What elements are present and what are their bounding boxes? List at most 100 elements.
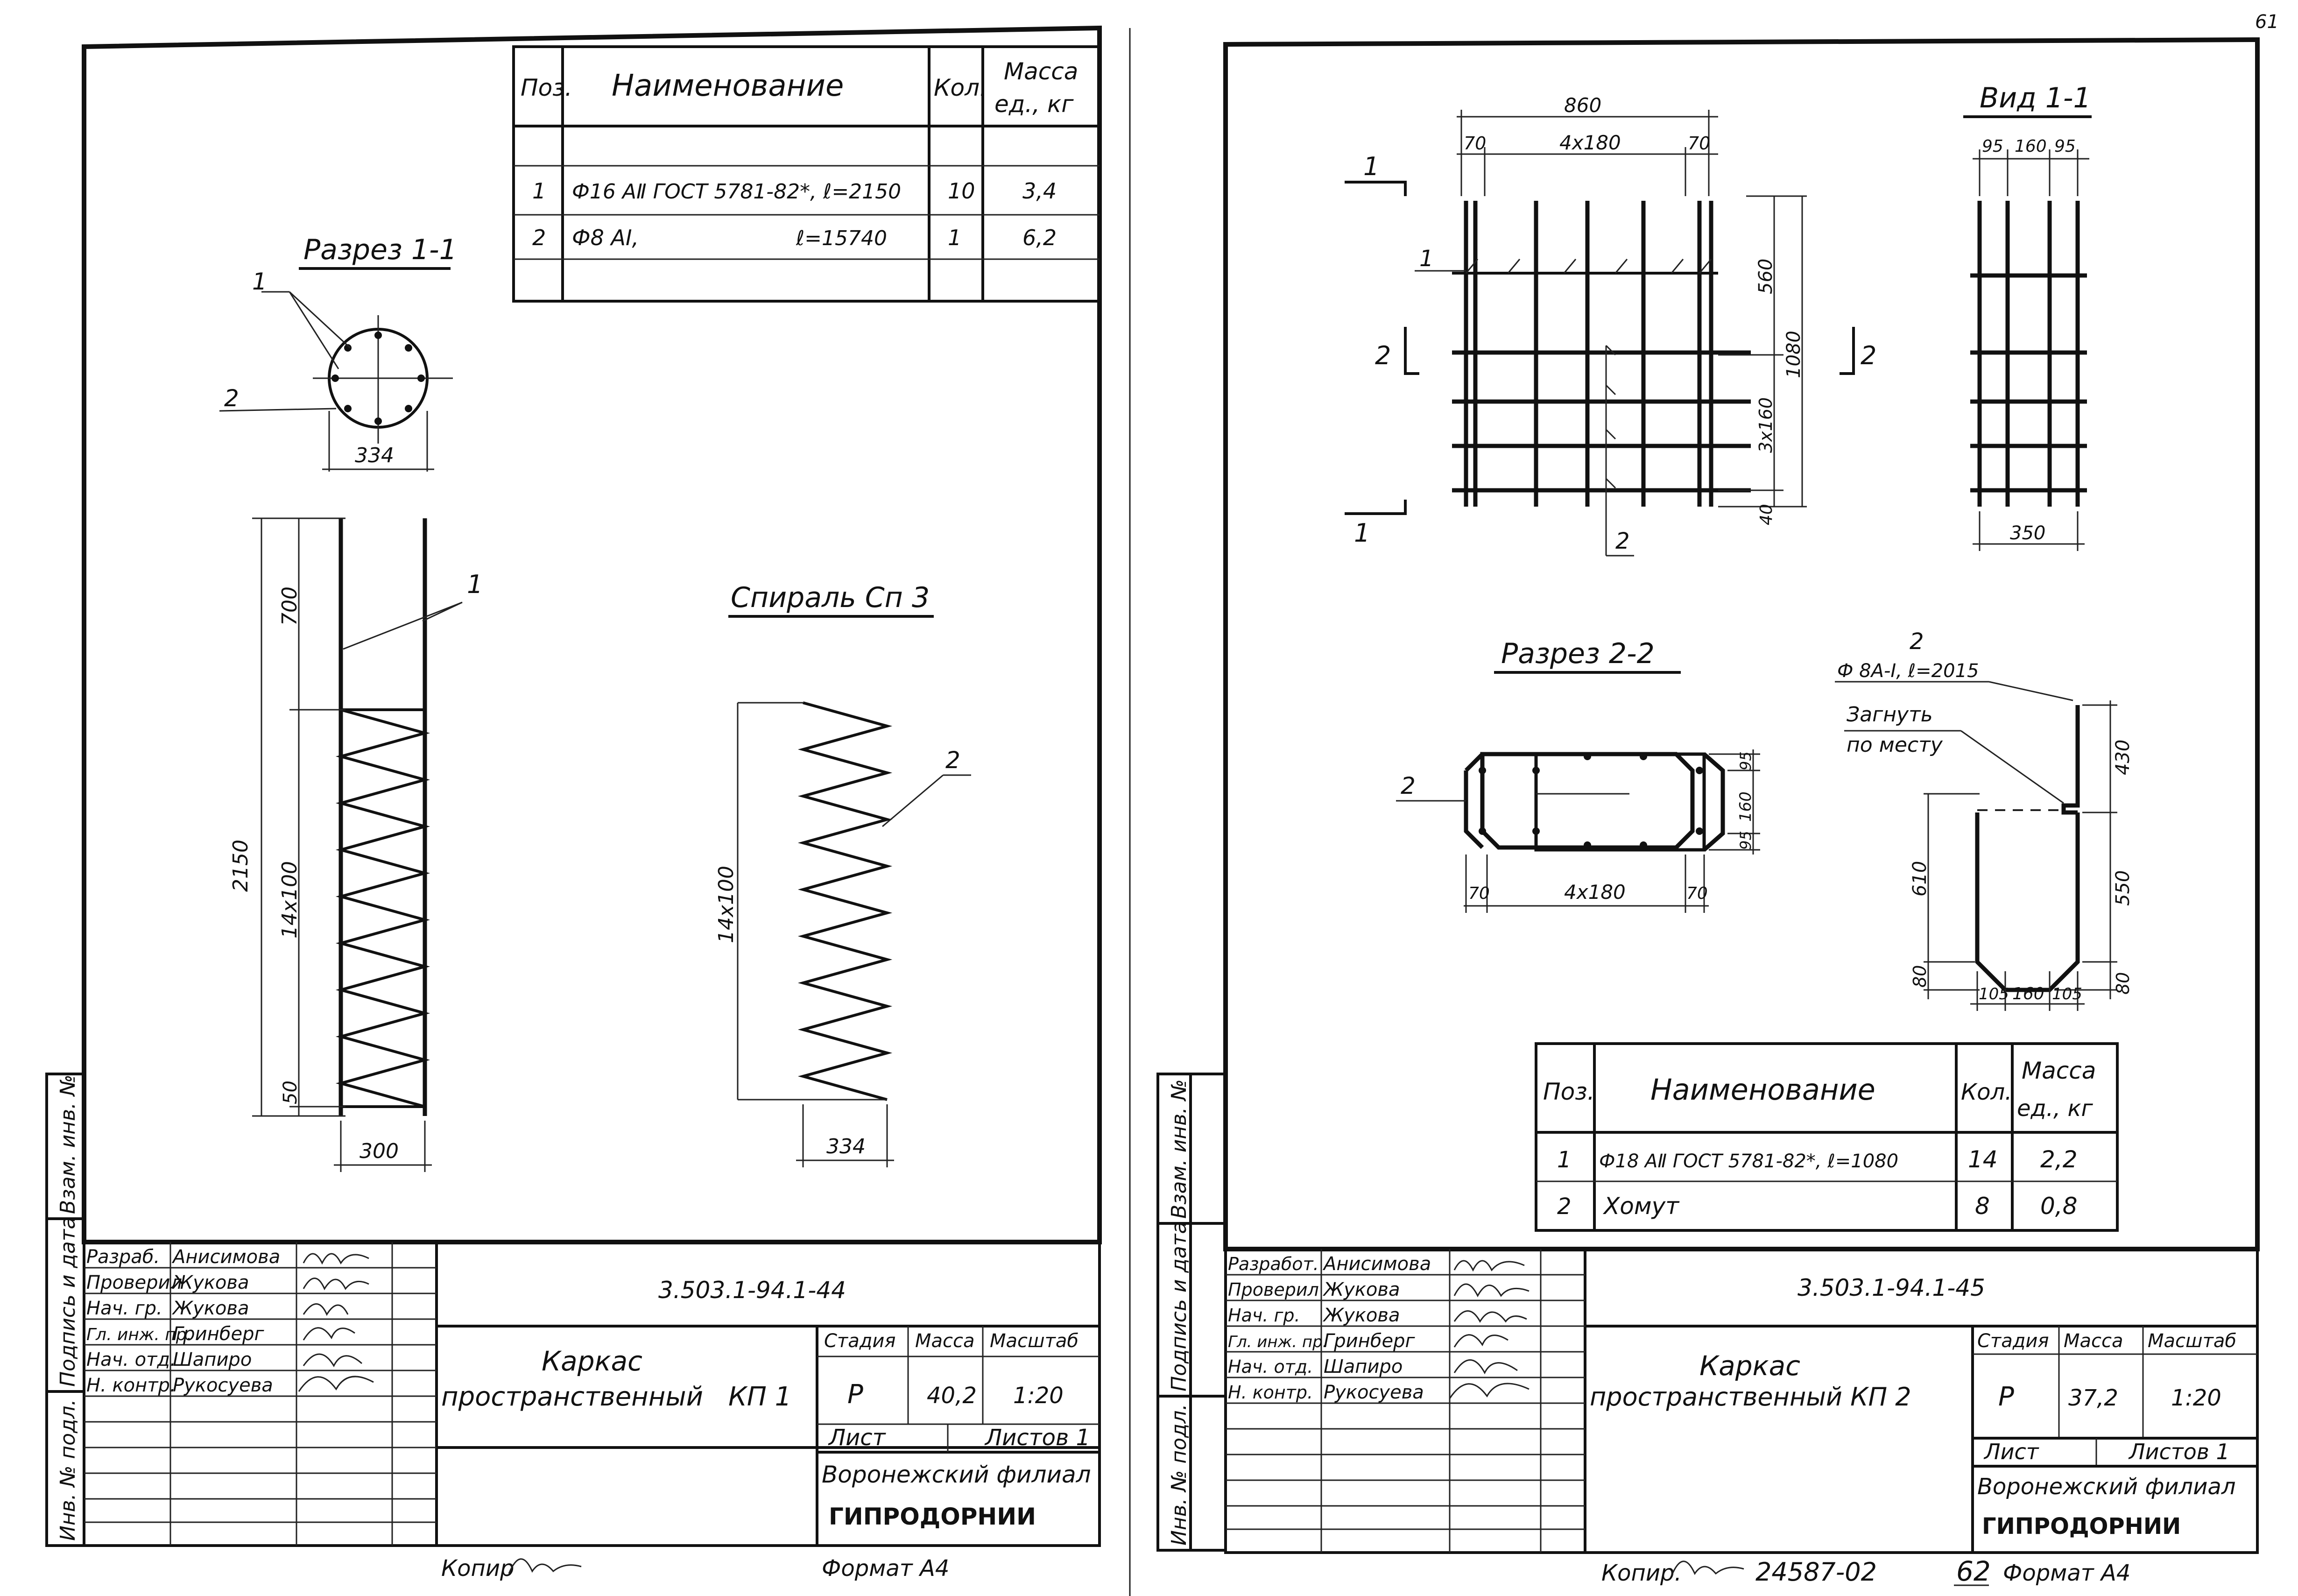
- right-dim-40: 40: [1757, 504, 1776, 525]
- clamp-spec: Ф 8А-Ⅰ, ℓ=2015: [1837, 660, 1979, 682]
- left-spec-r2-name: Ф8 АⅠ,: [572, 225, 639, 250]
- right-name-5: Рукосуева: [1324, 1382, 1424, 1403]
- signature-mark: [303, 1353, 362, 1368]
- left-name-line2: пространственный: [441, 1382, 703, 1412]
- left-name-3: Гринберг: [173, 1323, 264, 1345]
- right-cage-elevation: 2 1 860 70 4х180 70 560 1080 3х160 40 1 …: [1345, 94, 1876, 557]
- right-elev-leader-2: 2: [1615, 528, 1630, 554]
- cut-mark-1-bottom: 1: [1354, 518, 1370, 548]
- left-cage-elevation: 700 2150 14х100 50 300 1: [229, 517, 483, 1172]
- left-role-1: Проверил: [86, 1272, 182, 1293]
- left-spec-r1-pos: 1: [532, 178, 546, 204]
- signature-mark: [1453, 1283, 1530, 1298]
- left-name-line1: Каркас: [542, 1345, 642, 1377]
- right-dim-4x180: 4х180: [1559, 131, 1621, 154]
- right-name-0: Анисимова: [1322, 1253, 1431, 1275]
- right-name-3: Гринберг: [1324, 1330, 1415, 1352]
- left-dim-50: 50: [280, 1080, 301, 1104]
- clamp-pos: 2: [1910, 629, 1924, 655]
- left-mark: КП 1: [728, 1382, 791, 1412]
- left-scale: 1:20: [1013, 1383, 1064, 1409]
- left-spec-r2-mass: 6,2: [1022, 225, 1057, 250]
- left-spec-r2-pos: 2: [532, 225, 546, 250]
- left-section-dim: 334: [355, 444, 394, 467]
- right-sheet-h: Лист: [1983, 1439, 2039, 1464]
- right-role-0: Разработ.: [1228, 1254, 1319, 1274]
- clamp-dim-160: 160: [2012, 984, 2044, 1003]
- left-scale-h: Масштаб: [990, 1330, 1079, 1352]
- section2-dim-160: 160: [1736, 791, 1755, 822]
- left-role-2: Нач. гр.: [86, 1298, 162, 1319]
- section2-dim-95b: 95: [1737, 831, 1755, 850]
- left-dim-300: 300: [360, 1139, 399, 1163]
- left-mass: 40,2: [927, 1383, 977, 1409]
- right-spec-h-pos: Поз.: [1543, 1078, 1595, 1105]
- left-spec-r1-name: Ф16 АⅡ ГОСТ 5781-82*, ℓ=2150: [572, 180, 901, 204]
- right-spec-r2-pos: 2: [1557, 1193, 1572, 1220]
- right-footer-num: 24587-02: [1755, 1557, 1877, 1587]
- left-role-4: Нач. отд.: [86, 1349, 176, 1370]
- left-section-title: Разрез 1-1: [303, 233, 457, 266]
- section2-dim-70a: 70: [1468, 884, 1490, 903]
- left-spec-h-qty: Кол.: [934, 74, 987, 101]
- right-footer-format: Формат А4: [2003, 1560, 2130, 1586]
- left-spec-h-mass1: Масса: [1004, 58, 1078, 85]
- left-spiral-title: Спираль Сп 3: [731, 581, 930, 614]
- right-stamp-text-c: Инв. № подл.: [1167, 1404, 1191, 1546]
- right-name-2: Жукова: [1322, 1305, 1400, 1326]
- right-name-line1: Каркас: [1699, 1350, 1800, 1382]
- view-dim-95b: 95: [2054, 137, 2076, 156]
- right-spec-r1-name: Ф18 АⅡ ГОСТ 5781-82*, ℓ=1080: [1599, 1151, 1898, 1172]
- left-title-block: Разраб. Анисимова Проверил Жукова Нач. г…: [83, 1241, 1101, 1547]
- right-dim-860: 860: [1564, 94, 1601, 117]
- left-stamp-text-b: Подпись и дата: [56, 1217, 80, 1387]
- clamp-note2: по месту: [1847, 733, 1943, 757]
- left-spec-r2-len: ℓ=15740: [796, 226, 887, 250]
- left-dim-2150: 2150: [229, 840, 253, 892]
- right-name-4: Шапиро: [1324, 1356, 1403, 1377]
- signature-mark: [303, 1327, 355, 1341]
- right-doc-code: 3.503.1-94.1-45: [1798, 1274, 1985, 1301]
- left-role-5: Н. контр.: [86, 1375, 176, 1396]
- section2-dim-70b: 70: [1686, 884, 1708, 903]
- right-mass-h: Масса: [2064, 1330, 2123, 1352]
- left-name-5: Рукосуева: [173, 1375, 273, 1396]
- section2-leader: 2: [1401, 772, 1416, 799]
- right-sheet: Взам. инв. № Подпись и дата Инв. № подл.…: [1129, 11, 2279, 1596]
- left-spec-h-name: Наименование: [612, 69, 844, 103]
- right-org2: ГИПРОДОРНИИ: [1982, 1513, 2181, 1540]
- left-stamp-text-a: Взам. инв. №: [56, 1074, 80, 1214]
- signature-mark: [1453, 1334, 1509, 1348]
- left-stamp-text-c: Инв. № подл.: [56, 1399, 80, 1541]
- right-stamp-text-a: Взам. инв. №: [1167, 1079, 1191, 1219]
- right-dim-560: 560: [1755, 259, 1776, 294]
- right-footer-sheet: 62: [1956, 1555, 1991, 1587]
- left-spec-h-pos: Поз.: [521, 74, 572, 101]
- spiral-dim-v: 14х100: [714, 866, 738, 943]
- view-dim-350: 350: [2010, 523, 2045, 544]
- view-dim-95a: 95: [1982, 137, 2003, 156]
- right-spec-r2-qty: 8: [1975, 1193, 1990, 1220]
- right-dim-70a: 70: [1464, 133, 1486, 154]
- right-spec-h-qty: Кол.: [1961, 1079, 2012, 1105]
- right-role-1: Проверил: [1228, 1279, 1319, 1300]
- left-name-4: Шапиро: [173, 1349, 252, 1370]
- left-name-0: Анисимова: [171, 1246, 280, 1268]
- left-org1: Воронежский филиал: [822, 1461, 1091, 1488]
- left-dim-pitch: 14х100: [278, 861, 302, 939]
- right-spec-h-mass2: ед., кг: [2017, 1095, 2093, 1122]
- left-role-0: Разраб.: [86, 1246, 160, 1268]
- right-role-4: Нач. отд.: [1228, 1356, 1313, 1377]
- right-footer: Копир. 24587-02 62 Формат А4: [1601, 1555, 2130, 1587]
- copier-signature: [508, 1558, 582, 1574]
- clamp-dim-105a: 105: [1979, 985, 2009, 1003]
- right-spec-r2-mass: 0,8: [2040, 1193, 2078, 1220]
- right-spec-r1-qty: 14: [1968, 1146, 1998, 1173]
- right-scale: 1:20: [2171, 1385, 2221, 1411]
- right-dim-70b: 70: [1688, 133, 1710, 154]
- right-spec-table: Поз. Наименование Кол. Масса ед., кг 1 Ф…: [1535, 1042, 2119, 1232]
- right-clamp: 2 Ф 8А-Ⅰ, ℓ=2015 Загнуть по месту 610 80…: [1835, 629, 2134, 1011]
- cut-mark-2-right: 2: [1861, 341, 1876, 370]
- left-stage-h: Стадия: [824, 1330, 895, 1352]
- right-role-3: Гл. инж. пр.: [1228, 1333, 1327, 1351]
